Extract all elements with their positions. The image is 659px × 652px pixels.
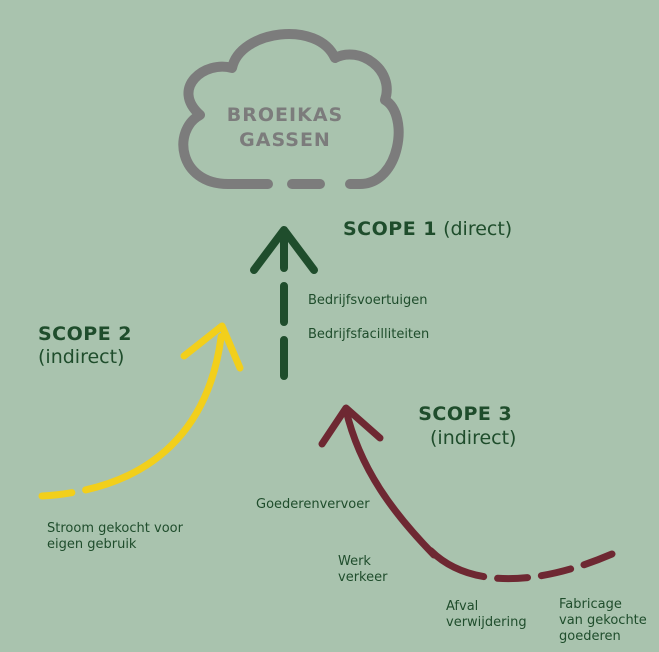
scope3-manufacturing-line1: Fabricage (559, 597, 622, 612)
scope2-qualifier: (indirect) (38, 346, 125, 368)
scope3-waste-line2: verwijdering (446, 615, 527, 630)
scope3-commute-line1: Werk (338, 554, 371, 569)
scope1-item-facilities: Bedrijfsfacilliteiten (308, 327, 430, 342)
scope1-heading: SCOPE 1 (direct) (343, 218, 512, 240)
scope3-manufacturing-line2: van gekochte (559, 613, 647, 628)
scope3-item-commute: Werk verkeer (338, 554, 387, 586)
scope3-title: SCOPE 3 (418, 403, 513, 425)
scope1-title: SCOPE 1 (343, 218, 438, 240)
scope3-item-manufacturing: Fabricage van gekochte goederen (559, 597, 647, 645)
scope3-item-waste: Afval verwijdering (446, 599, 527, 631)
scope3-commute-line2: verkeer (338, 570, 388, 585)
scope3-item-goods-transport: Goederenvervoer (256, 497, 370, 512)
scope2-arrowhead (180, 322, 244, 372)
scope3-arrow-solid (342, 406, 438, 559)
scope2-item-electricity: Stroom gekocht voor eigen gebruik (47, 521, 183, 553)
scope2-arrow-path (38, 326, 226, 500)
scope3-qualifier: (indirect) (430, 427, 517, 449)
scope2-heading: SCOPE 2 (indirect) (38, 323, 132, 369)
cloud-label-line2: GASSEN (239, 129, 331, 151)
cloud-outline (178, 29, 404, 189)
scope3-arrowhead (318, 404, 384, 448)
scope1-item-vehicles: Bedrijfsvoertuigen (308, 293, 428, 308)
cloud-label-line1: BROEIKAS (226, 104, 344, 126)
scope2-item-line1: Stroom gekocht voor (47, 521, 183, 536)
scope3-heading: SCOPE 3 (indirect) (414, 402, 516, 450)
scope1-qualifier: (direct) (443, 218, 513, 240)
scope3-waste-line1: Afval (446, 599, 479, 614)
cloud-label: BROEIKAS GASSEN (190, 103, 380, 153)
scope3-manufacturing-line3: goederen (559, 629, 621, 644)
scope2-title: SCOPE 2 (38, 323, 133, 345)
scope2-item-line2: eigen gebruik (47, 537, 137, 552)
